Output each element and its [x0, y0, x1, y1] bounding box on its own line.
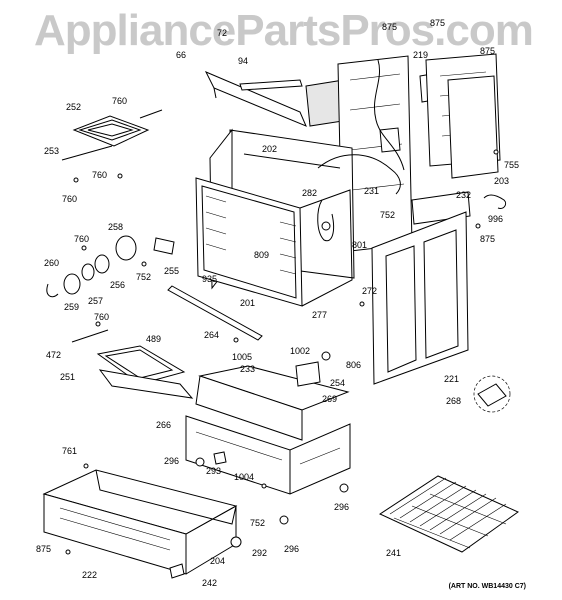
- leveling-leg-c: [195, 457, 205, 467]
- callout-221: 221: [444, 374, 460, 384]
- callout-875-d: 875: [480, 234, 496, 244]
- drawer-cover-front: [195, 375, 303, 441]
- element-bracket: [61, 145, 113, 161]
- switch: [153, 237, 175, 255]
- callout-760-c: 760: [62, 194, 78, 204]
- callout-256: 256: [110, 280, 126, 290]
- callout-254: 254: [330, 378, 346, 388]
- callout-809: 809: [254, 250, 270, 260]
- oven-sensor: [317, 199, 335, 242]
- callout-203: 203: [494, 176, 510, 186]
- callout-232: 232: [456, 190, 472, 200]
- callout-801: 801: [352, 240, 368, 250]
- rack-rod: [167, 285, 263, 341]
- bake-element: [71, 329, 194, 399]
- callout-996: 996: [488, 214, 504, 224]
- broil-element: [72, 109, 163, 147]
- callout-752-c: 752: [250, 518, 266, 528]
- top-brace: [204, 71, 307, 127]
- watermark: AppliancePartsPros.com: [34, 6, 534, 55]
- callout-1004: 1004: [234, 472, 255, 482]
- callout-233: 233: [240, 364, 256, 374]
- callout-1005: 1005: [232, 352, 253, 362]
- callout-260: 260: [44, 258, 60, 268]
- callout-1002: 1002: [290, 346, 311, 356]
- callout-272: 272: [362, 286, 378, 296]
- callout-258: 258: [108, 222, 124, 232]
- callout-241: 241: [386, 548, 402, 558]
- callout-761: 761: [62, 446, 78, 456]
- callout-296-b: 296: [334, 502, 350, 512]
- callout-266: 266: [156, 420, 172, 430]
- callout-875-c: 875: [480, 46, 496, 56]
- callout-292: 292: [252, 548, 268, 558]
- callout-66: 66: [176, 50, 187, 60]
- callout-268: 268: [446, 396, 462, 406]
- callout-251: 251: [60, 372, 76, 382]
- storage-drawer: [42, 469, 238, 575]
- callout-255: 255: [164, 266, 180, 276]
- callout-293: 293: [206, 466, 222, 476]
- callout-752-a: 752: [380, 210, 396, 220]
- callout-202: 202: [262, 144, 278, 154]
- callout-296-c: 296: [284, 544, 300, 554]
- callout-760-d: 760: [74, 234, 90, 244]
- callout-252: 252: [66, 102, 82, 112]
- door-latch: [477, 383, 507, 407]
- callout-875-e: 875: [36, 544, 52, 554]
- wire-harness-upper: [374, 59, 405, 171]
- callout-204: 204: [210, 556, 226, 566]
- callout-269: 269: [322, 394, 338, 404]
- drawer-glide: [169, 563, 185, 579]
- control-knob-assembly: [46, 235, 137, 298]
- callout-296-a: 296: [164, 456, 180, 466]
- drawer-stop: [213, 451, 227, 465]
- callout-257: 257: [88, 296, 104, 306]
- callout-222: 222: [82, 570, 98, 580]
- callout-231: 231: [364, 186, 380, 196]
- callout-875-a: 875: [382, 22, 398, 32]
- callout-264: 264: [204, 330, 220, 340]
- callout-752-b: 752: [136, 272, 152, 282]
- oven-rack: [378, 475, 519, 553]
- wire-harness: [317, 154, 401, 195]
- callout-253: 253: [44, 146, 60, 156]
- screws: [65, 149, 499, 555]
- grommet: [321, 351, 331, 361]
- callout-259: 259: [64, 302, 80, 312]
- callout-875-b: 875: [430, 18, 446, 28]
- callout-94: 94: [238, 56, 249, 66]
- callout-760-a: 760: [112, 96, 128, 106]
- side-panel: [371, 211, 469, 385]
- callout-282: 282: [302, 188, 318, 198]
- callout-72: 72: [217, 28, 228, 38]
- callout-935: 935: [202, 274, 218, 284]
- callout-489: 489: [146, 334, 162, 344]
- leveling-leg-b: [339, 483, 349, 493]
- top-bar: [239, 79, 303, 91]
- callout-277: 277: [312, 310, 328, 320]
- callout-242: 242: [202, 578, 218, 588]
- drawer-roller: [230, 536, 242, 548]
- callout-760-b: 760: [92, 170, 108, 180]
- callout-472: 472: [46, 350, 62, 360]
- leveling-leg-a: [279, 515, 289, 525]
- callout-760-e: 760: [94, 312, 110, 322]
- latch-detail-circle: [473, 375, 511, 413]
- callout-219: 219: [413, 50, 429, 60]
- spring-clip: [483, 194, 507, 209]
- callout-755: 755: [504, 160, 520, 170]
- lower-body: [185, 415, 351, 495]
- art-number: (ART NO. WB14430 C7): [448, 583, 526, 590]
- oven-cavity: [195, 128, 355, 307]
- callout-806: 806: [346, 360, 362, 370]
- vent-bracket: [295, 361, 321, 387]
- callout-201: 201: [240, 298, 256, 308]
